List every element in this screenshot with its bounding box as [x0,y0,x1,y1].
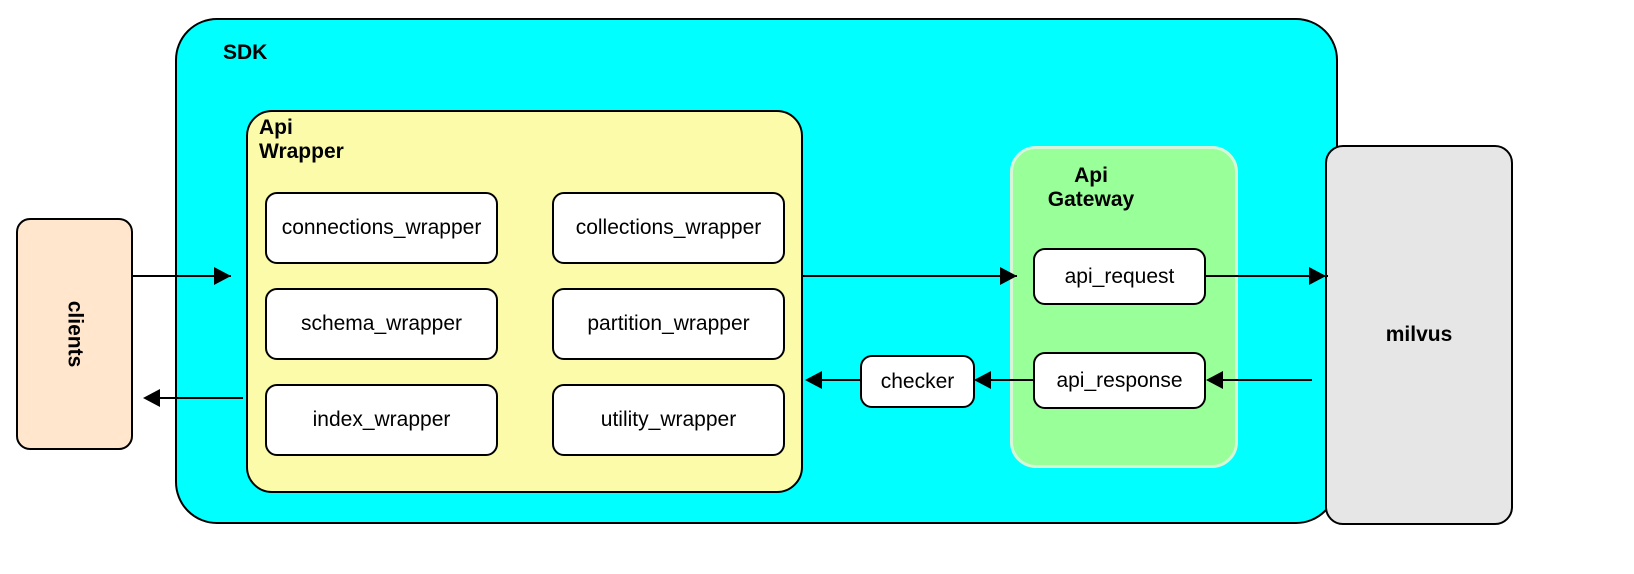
node-checker-label: checker [880,369,955,393]
edge-wrapper-to-api-request-arrowhead [1000,267,1017,285]
edge-api-response-to-checker-arrowhead [974,371,991,389]
node-schema-wrapper-label: schema_wrapper [300,312,463,335]
node-api-response[interactable]: api_response [1033,352,1206,409]
node-milvus[interactable]: milvus [1325,145,1513,525]
edge-wrapper-to-api-request [802,275,1017,277]
edge-checker-to-wrapper [822,379,860,381]
node-partition-wrapper[interactable]: partition_wrapper [552,288,785,360]
group-api-gateway [1010,146,1238,468]
node-collections-wrapper[interactable]: collections_wrapper [552,192,785,264]
edge-checker-to-wrapper-arrowhead [805,371,822,389]
node-connections-wrapper[interactable]: connections_wrapper [265,192,498,264]
edge-clients-to-wrapper-arrowhead [214,267,231,285]
edge-milvus-to-api-response-arrowhead [1206,371,1223,389]
node-clients[interactable]: clients [16,218,133,450]
edge-api-request-to-milvus [1206,275,1328,277]
node-schema-wrapper[interactable]: schema_wrapper [265,288,498,360]
group-api-wrapper-label: Api Wrapper [259,116,344,163]
edge-milvus-to-api-response [1213,379,1312,381]
node-connections-wrapper-label: connections_wrapper [281,216,482,239]
node-api-request[interactable]: api_request [1033,248,1206,305]
edge-clients-to-wrapper [133,275,231,277]
node-index-wrapper-label: index_wrapper [312,408,451,431]
group-sdk-label: SDK [223,41,268,64]
node-milvus-label: milvus [1385,323,1453,346]
node-partition-wrapper-label: partition_wrapper [587,312,750,335]
node-checker[interactable]: checker [860,355,975,408]
node-utility-wrapper-label: utility_wrapper [600,408,737,431]
edge-wrapper-to-clients [160,397,243,399]
node-utility-wrapper[interactable]: utility_wrapper [552,384,785,456]
node-api-response-label: api_response [1056,368,1183,392]
node-index-wrapper[interactable]: index_wrapper [265,384,498,456]
node-collections-wrapper-label: collections_wrapper [575,216,762,239]
node-clients-label: clients [63,300,87,368]
group-api-gateway-label: Api Gateway [1047,164,1135,211]
edge-api-response-to-checker [982,379,1034,381]
node-api-request-label: api_request [1064,264,1175,288]
edge-api-request-to-milvus-arrowhead [1309,267,1326,285]
edge-wrapper-to-clients-arrowhead [143,389,160,407]
